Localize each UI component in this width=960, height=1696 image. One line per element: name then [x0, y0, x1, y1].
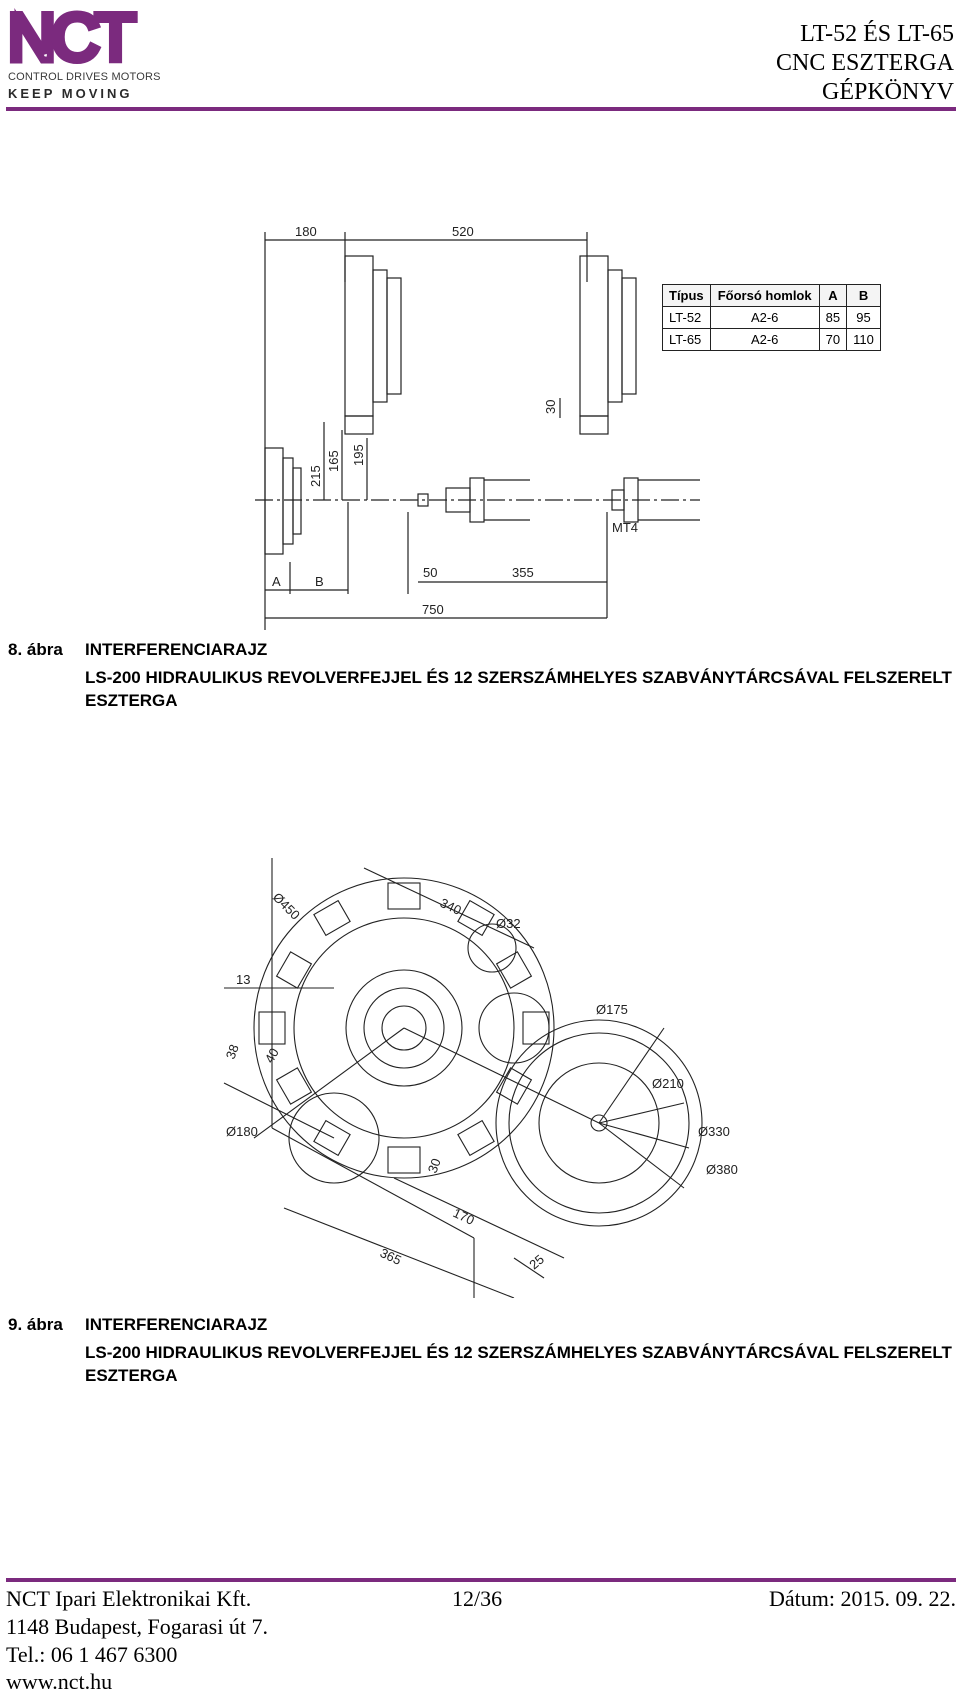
table-cell: 85 — [818, 306, 848, 329]
dim-label: B — [315, 574, 324, 589]
dim-label: 13 — [236, 972, 250, 987]
dim-label: 50 — [423, 565, 437, 580]
caption-number: 9. ábra — [8, 1315, 63, 1334]
dim-label: Ø330 — [698, 1124, 730, 1139]
dim-label: 355 — [512, 565, 534, 580]
dim-label: 180 — [295, 224, 317, 239]
dim-label: Ø450 — [270, 890, 303, 923]
dim-label: 195 — [351, 444, 366, 466]
footer-address: 1148 Budapest, Fogarasi út 7. — [6, 1614, 268, 1639]
dim-label: Ø380 — [706, 1162, 738, 1177]
nct-logo-mark: NCT — [8, 8, 142, 68]
dim-label: Ø32 — [496, 916, 521, 931]
table-header-row: Típus Főorsó homlok A B — [662, 284, 881, 307]
table-header-cell: Főorsó homlok — [709, 284, 820, 307]
footer-phone: Tel.: 06 1 467 6300 — [6, 1642, 178, 1667]
table-header-cell: Típus — [662, 284, 711, 307]
dim-label: Ø210 — [652, 1076, 684, 1091]
figure-8-drawing: 180 520 30 215 165 195 MT4 A B 50 355 75… — [255, 224, 700, 630]
figure-8-caption: 8. ábra INTERFERENCIARAJZ LS-200 HIDRAULI… — [8, 640, 958, 712]
dim-label: MT4 — [612, 520, 638, 535]
footer-website[interactable]: www.nct.hu — [6, 1669, 113, 1694]
nct-logo: NCT CONTROL DRIVES MOTORS KEEP MOVING — [8, 8, 161, 104]
logo-wordmark: NCT — [8, 8, 134, 68]
dim-label: 340 — [438, 895, 464, 918]
logo-slogan: KEEP MOVING — [8, 86, 133, 101]
dim-label: 25 — [526, 1252, 547, 1273]
caption-title: INTERFERENCIARAJZ — [85, 640, 268, 659]
table-cell: LT-52 — [662, 306, 711, 329]
dim-label: 40 — [262, 1045, 282, 1065]
table-cell: A2-6 — [709, 328, 820, 351]
table-header-cell: A — [818, 284, 848, 307]
caption-subtitle: LS-200 HIDRAULIKUS REVOLVERFEJJEL ÉS 12 … — [85, 1343, 952, 1385]
caption-title: INTERFERENCIARAJZ — [85, 1315, 268, 1334]
logo-tagline: CONTROL DRIVES MOTORS — [8, 71, 161, 83]
footer-date: Dátum: 2015. 09. 22. — [769, 1586, 956, 1611]
dim-label: A — [272, 574, 281, 589]
figure-9-caption: 9. ábra INTERFERENCIARAJZ LS-200 HIDRAULI… — [8, 1315, 958, 1387]
footer-rule — [6, 1578, 956, 1582]
title-line: GÉPKÖNYV — [822, 79, 954, 105]
dim-label: Ø175 — [596, 1002, 628, 1017]
header-rule — [6, 107, 956, 111]
table-header-cell: B — [846, 284, 881, 307]
table-row: LT-52 A2-6 85 95 — [662, 306, 881, 329]
dim-label: 365 — [378, 1245, 404, 1268]
dim-label: 38 — [223, 1042, 242, 1061]
dim-label: 165 — [326, 450, 341, 472]
document-title: LT-52 ÉS LT-65 CNC ESZTERGA GÉPKÖNYV — [776, 20, 954, 107]
figure-9-drawing: Ø450 340 Ø32 13 Ø175 38 40 Ø210 Ø180 Ø33… — [223, 858, 738, 1298]
table-cell: LT-65 — [662, 328, 711, 351]
title-line: CNC ESZTERGA — [775, 50, 954, 76]
caption-subtitle: LS-200 HIDRAULIKUS REVOLVERFEJJEL ÉS 12 … — [85, 668, 952, 710]
dim-label: 520 — [452, 224, 474, 239]
dim-label: 215 — [308, 465, 323, 487]
dim-label: 170 — [451, 1205, 477, 1228]
caption-number: 8. ábra — [8, 640, 63, 659]
dim-label: 30 — [543, 400, 558, 414]
dim-label: 30 — [425, 1156, 444, 1175]
footer-page-number: 12/36 — [452, 1586, 503, 1611]
table-cell: 110 — [846, 328, 881, 351]
table-cell: A2-6 — [709, 306, 820, 329]
dim-label: 750 — [422, 602, 444, 617]
table-cell: 95 — [846, 306, 881, 329]
spindle-spec-table: Típus Főorsó homlok A B LT-52 A2-6 85 95… — [662, 284, 881, 351]
footer-company: NCT Ipari Elektronikai Kft. — [6, 1586, 252, 1611]
table-row: LT-65 A2-6 70 110 — [662, 328, 881, 351]
table-cell: 70 — [818, 328, 848, 351]
title-line: LT-52 ÉS LT-65 — [800, 21, 954, 47]
dim-label: Ø180 — [226, 1124, 258, 1139]
